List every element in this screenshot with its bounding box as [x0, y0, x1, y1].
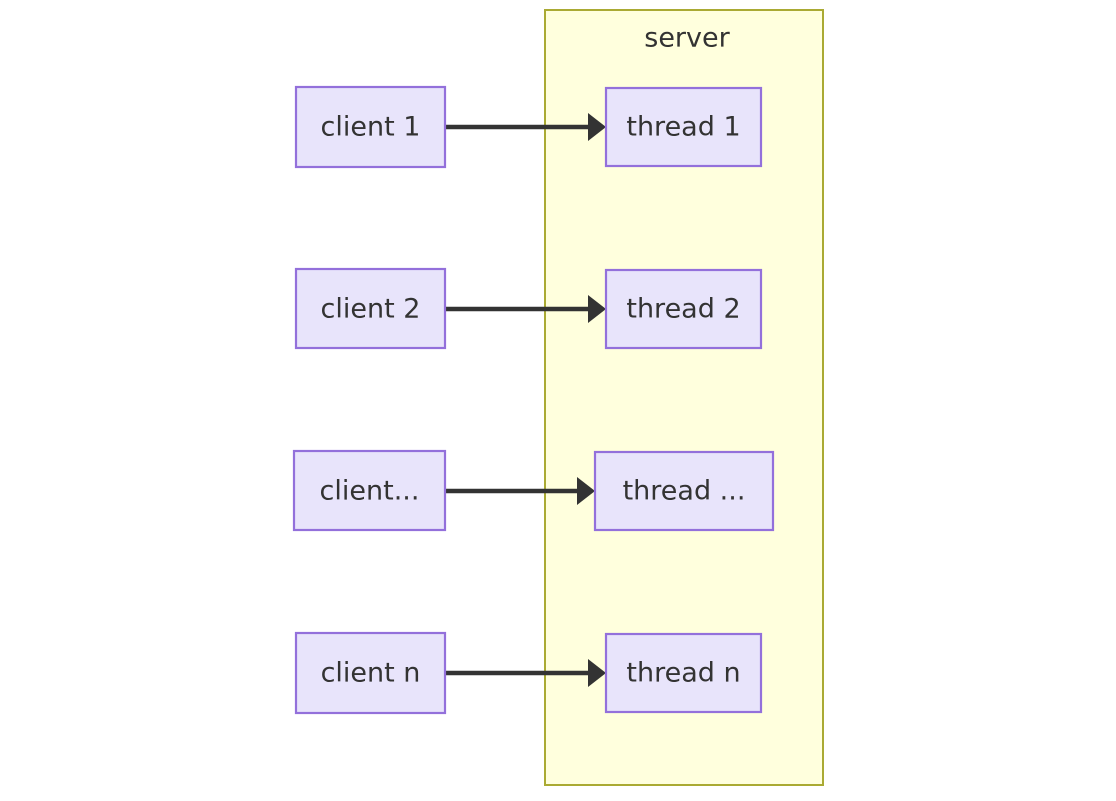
edge-client1-thread1 — [445, 113, 606, 141]
node-client-1-rect[interactable] — [294, 85, 447, 169]
node-client-4[interactable]: client n — [294, 631, 447, 715]
edge-client3-thread3 — [445, 477, 595, 505]
node-thread-2[interactable]: thread 2 — [604, 268, 763, 350]
node-thread-4[interactable]: thread n — [604, 632, 763, 714]
node-thread-2-label: thread 2 — [626, 294, 740, 325]
nodes-layer: client 1 thread 1 client 2 thread 2 clie… — [292, 85, 775, 715]
edge-client4-thread4 — [445, 659, 606, 687]
node-thread-1-rect[interactable] — [604, 86, 763, 168]
node-client-2[interactable]: client 2 — [294, 267, 447, 350]
node-client-3-label: client... — [320, 476, 420, 507]
edges-layer — [445, 113, 606, 687]
node-client-3[interactable]: client... — [292, 449, 447, 532]
node-thread-3-rect[interactable] — [593, 450, 775, 532]
arrowhead-icon-2 — [588, 295, 606, 323]
node-client-4-rect[interactable] — [294, 631, 447, 715]
node-client-1-label: client 1 — [321, 112, 421, 143]
node-client-4-label: client n — [321, 658, 421, 689]
node-thread-4-rect[interactable] — [604, 632, 763, 714]
node-thread-1-label: thread 1 — [626, 112, 740, 143]
arrowhead-icon-4 — [588, 659, 606, 687]
node-thread-1[interactable]: thread 1 — [604, 86, 763, 168]
node-client-2-label: client 2 — [321, 294, 421, 325]
edge-client2-thread2 — [445, 295, 606, 323]
node-thread-4-label: thread n — [626, 658, 740, 689]
node-client-3-rect[interactable] — [292, 449, 447, 532]
node-thread-3[interactable]: thread ... — [593, 450, 775, 532]
node-thread-3-label: thread ... — [623, 476, 746, 507]
server-group-title: server — [644, 23, 730, 54]
node-client-1[interactable]: client 1 — [294, 85, 447, 169]
arrowhead-icon-1 — [588, 113, 606, 141]
node-client-2-rect[interactable] — [294, 267, 447, 350]
arrowhead-icon-3 — [577, 477, 595, 505]
node-thread-2-rect[interactable] — [604, 268, 763, 350]
